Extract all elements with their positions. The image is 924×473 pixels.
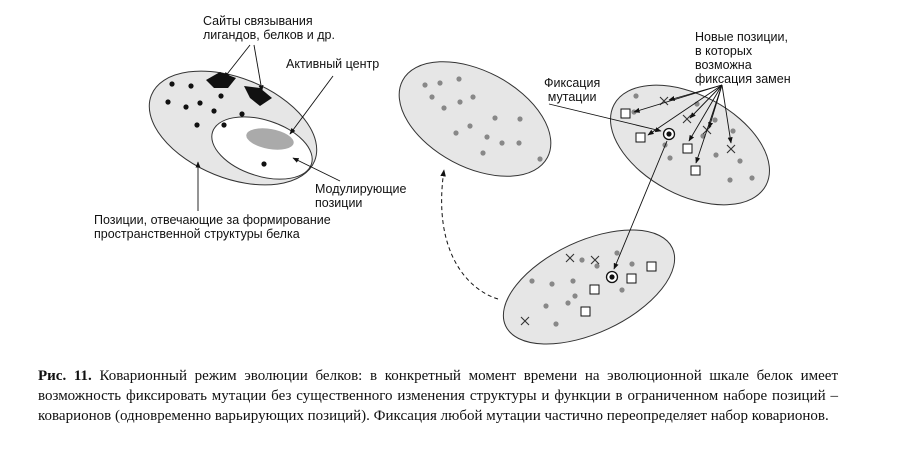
modulating-positions-label: Модулирующие позиции — [315, 182, 407, 210]
figure-caption: Рис. 11. Коварионный режим эволюции белк… — [38, 366, 838, 426]
figure-caption-text: Коварионный режим эволюции белков: в кон… — [38, 368, 839, 424]
active-center-label: Активный центр — [286, 57, 380, 71]
new-positions-label: Новые позиции, в которых возможна фиксац… — [695, 30, 791, 86]
modulating-region — [211, 116, 313, 180]
active-center-region — [246, 128, 294, 150]
protein-ellipse-left — [148, 70, 318, 186]
structure-dots — [165, 81, 267, 167]
structure-positions-label: Позиции, отвечающие за формирование прос… — [94, 213, 331, 241]
cycle-arrow — [440, 169, 499, 300]
fixed-mutation-marker-right — [662, 127, 676, 141]
protein-ellipse-middle — [398, 61, 552, 177]
mutation-fixation-label: Фиксация мутации — [544, 76, 601, 104]
fixed-mutation-marker-bottom — [605, 270, 619, 284]
binding-site-2 — [244, 86, 272, 106]
protein-ellipse-right — [610, 84, 770, 206]
binding-sites-label: Сайты связывания лигандов, белков и др. — [203, 14, 335, 42]
figure-number: Рис. 11. — [38, 368, 92, 384]
protein-ellipse-bottom — [502, 229, 676, 345]
